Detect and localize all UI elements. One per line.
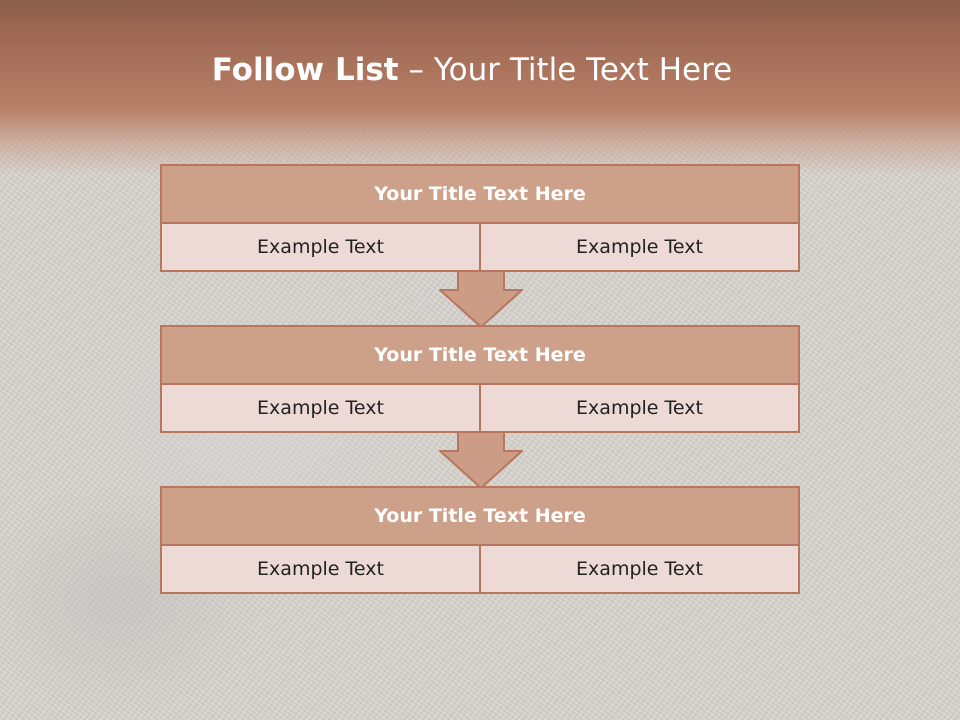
- step-cell-right: Example Text: [479, 385, 798, 431]
- down-arrow-icon: [439, 270, 523, 328]
- slide-title: Follow List – Your Title Text Here: [0, 52, 944, 88]
- step-box-1: Your Title Text Here Example Text Exampl…: [160, 164, 800, 272]
- step-cell-right: Example Text: [479, 546, 798, 592]
- step-row: Example Text Example Text: [162, 546, 798, 592]
- step-title: Your Title Text Here: [162, 327, 798, 385]
- slide-title-bold: Follow List: [211, 52, 399, 88]
- step-box-3: Your Title Text Here Example Text Exampl…: [160, 486, 800, 594]
- step-row: Example Text Example Text: [162, 385, 798, 431]
- header-band: [0, 0, 960, 175]
- step-title: Your Title Text Here: [162, 488, 798, 546]
- step-row: Example Text Example Text: [162, 224, 798, 270]
- down-arrow-icon: [439, 431, 523, 489]
- step-cell-left: Example Text: [257, 397, 384, 419]
- step-cell-left: Example Text: [257, 558, 384, 580]
- step-box-2: Your Title Text Here Example Text Exampl…: [160, 325, 800, 433]
- step-cell-right: Example Text: [479, 224, 798, 270]
- slide-title-rest: – Your Title Text Here: [398, 52, 733, 88]
- step-cell-left: Example Text: [257, 236, 384, 258]
- step-title: Your Title Text Here: [162, 166, 798, 224]
